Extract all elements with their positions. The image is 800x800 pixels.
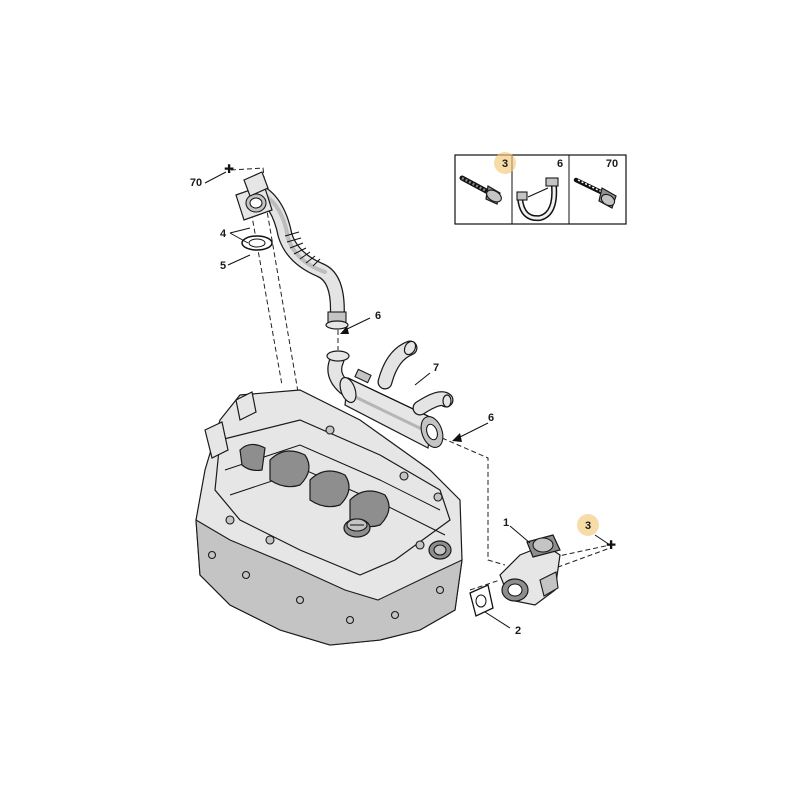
callout-5: 5 — [220, 260, 226, 272]
pipe-end-connector — [325, 311, 349, 330]
callout-70: 70 — [190, 177, 202, 189]
clamp-icon — [516, 177, 559, 222]
parts-legend: 3 6 70 — [454, 152, 627, 225]
front-gear — [428, 540, 452, 560]
legend-label-clamp: 6 — [557, 158, 563, 170]
callout-6-upper: 6 — [375, 310, 381, 322]
screw-icon — [573, 177, 617, 209]
callout-1: 1 — [503, 517, 509, 529]
upper-flange — [235, 171, 273, 221]
bolt-icon — [459, 175, 502, 205]
callout-6-lower: 6 — [488, 412, 494, 424]
callout-2: 2 — [515, 625, 521, 637]
screw-70-marker: ✚ — [224, 162, 234, 176]
callout-7: 7 — [433, 362, 439, 374]
engine-cylinder-head — [195, 389, 463, 646]
egr-cooler — [326, 340, 454, 449]
callout-3: 3 — [585, 520, 591, 532]
leader-lines — [204, 171, 611, 629]
screw-3-marker: ✚ — [606, 538, 616, 552]
legend-label-screw: 70 — [606, 158, 618, 170]
legend-highlight-marker — [494, 152, 516, 174]
callouts: 70 4 5 6 7 6 1 3 2 — [190, 177, 599, 637]
intake-runners — [239, 443, 390, 528]
head-bolts — [207, 396, 445, 625]
corrugated-section — [284, 231, 321, 267]
callout-3-highlight — [577, 514, 599, 536]
egr-pipe-assembly: ✚ — [224, 162, 349, 330]
egr-gasket-2 — [469, 584, 494, 617]
callout-4: 4 — [220, 228, 227, 240]
egr-valve — [499, 534, 561, 606]
legend-label-bolt: 3 — [502, 158, 508, 170]
gasket-5 — [241, 235, 273, 251]
oil-filler-cap — [343, 518, 371, 538]
